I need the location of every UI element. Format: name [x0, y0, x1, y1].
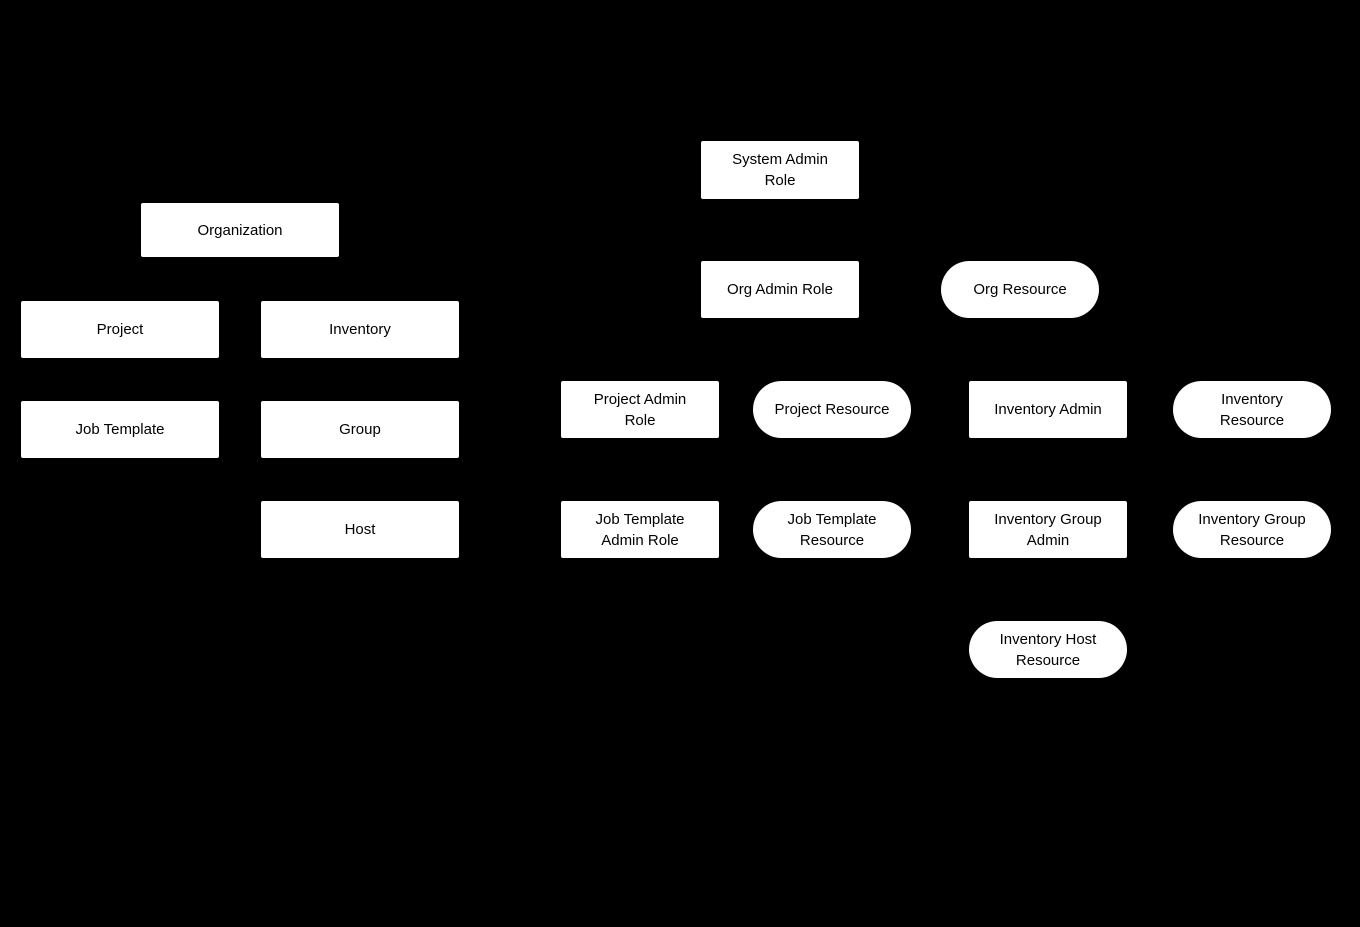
node-org-resource: Org Resource — [941, 261, 1099, 318]
node-org-admin-role: Org Admin Role — [701, 261, 859, 318]
node-project-resource-label: Project Resource — [774, 401, 890, 418]
node-job-template-admin-role: Job Template Admin Role — [561, 501, 719, 558]
node-group: Group — [261, 401, 459, 458]
node-job-template-label: Job Template — [75, 421, 165, 438]
node-inventory-admin-label: Inventory Admin — [994, 401, 1102, 418]
node-project-admin-role-label: Project Admin Role — [593, 390, 687, 429]
node-group-label: Group — [339, 421, 381, 438]
node-job-template: Job Template — [21, 401, 219, 458]
node-project-label: Project — [96, 321, 144, 338]
node-job-template-resource-label: Job Template Resource — [787, 510, 877, 549]
node-inventory-group-admin-label: Inventory Group Admin — [994, 510, 1102, 549]
node-org-resource-label: Org Resource — [973, 281, 1067, 298]
node-project-admin-role: Project Admin Role — [561, 381, 719, 438]
node-inventory: Inventory — [261, 301, 459, 358]
node-host: Host — [261, 501, 459, 558]
node-job-template-admin-role-label: Job Template Admin Role — [595, 510, 685, 549]
node-inventory-label: Inventory — [329, 321, 391, 338]
node-job-template-resource: Job Template Resource — [753, 501, 911, 558]
node-inventory-admin: Inventory Admin — [969, 381, 1127, 438]
node-inventory-host-resource-label: Inventory Host Resource — [999, 630, 1097, 669]
node-host-label: Host — [344, 521, 376, 538]
node-organization: Organization — [141, 203, 339, 257]
node-system-admin-role-label: System Admin Role — [732, 151, 828, 189]
node-org-admin-role-label: Org Admin Role — [727, 281, 833, 298]
node-inventory-resource-label: Inventory Resource — [1219, 390, 1285, 429]
node-inventory-host-resource: Inventory Host Resource — [969, 621, 1127, 678]
node-project: Project — [21, 301, 219, 358]
node-inventory-group-admin: Inventory Group Admin — [969, 501, 1127, 558]
node-project-resource: Project Resource — [753, 381, 911, 438]
node-system-admin-role: System Admin Role — [701, 141, 859, 199]
node-inventory-resource: Inventory Resource — [1173, 381, 1331, 438]
node-inventory-group-resource-label: Inventory Group Resource — [1198, 510, 1306, 549]
node-inventory-group-resource: Inventory Group Resource — [1173, 501, 1331, 558]
node-organization-label: Organization — [197, 221, 283, 239]
